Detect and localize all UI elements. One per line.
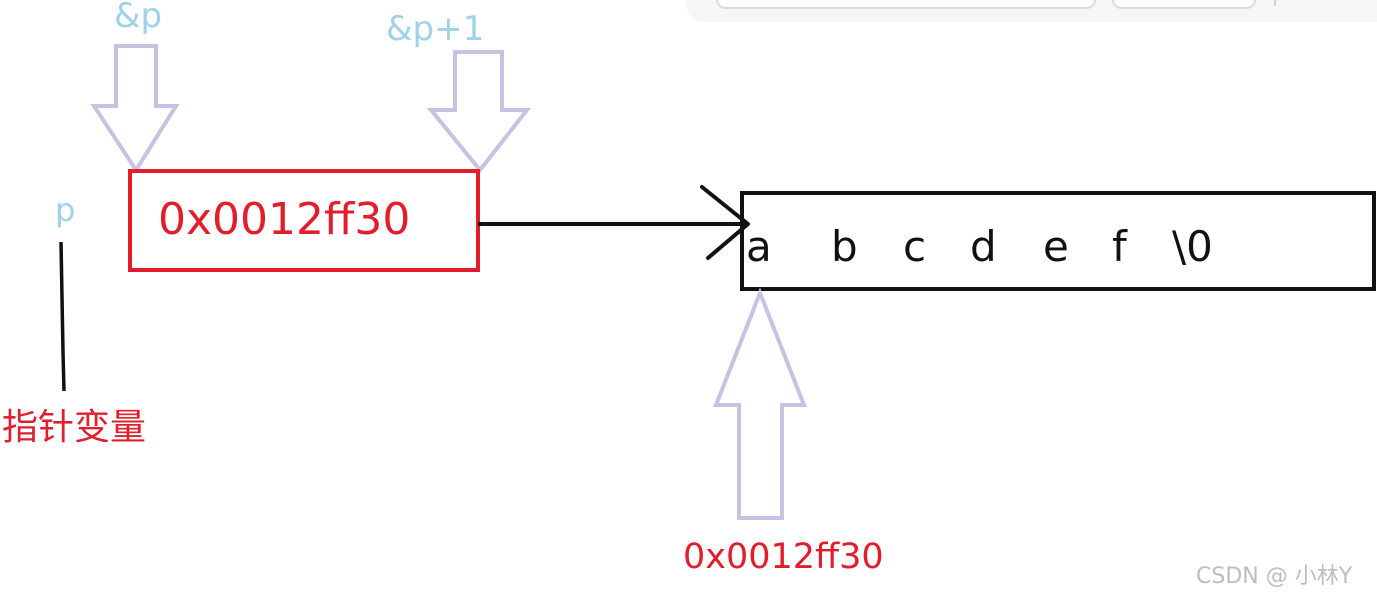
string-char: f [1112, 222, 1127, 271]
label-ref-p-plus-1: &p+1 [386, 9, 485, 49]
label-pointer-value: 0x0012ff30 [158, 194, 411, 245]
string-char: e [1043, 222, 1069, 271]
arrow-ref-p-plus-1 [426, 50, 532, 174]
string-char: a [746, 222, 772, 271]
label-string-address: 0x0012ff30 [683, 537, 884, 577]
var-connector-line-top [59, 241, 65, 353]
arrow-string-start [713, 287, 807, 520]
string-char: \0 [1172, 222, 1213, 271]
string-char: c [903, 222, 927, 271]
string-char: b [831, 222, 858, 271]
pointer-arrow-head [700, 185, 750, 260]
toolbar-divider [1274, 0, 1276, 6]
string-box [740, 191, 1376, 291]
pointer-box [128, 169, 480, 272]
var-connector-line-bottom [61, 351, 66, 392]
label-var-p: p [55, 191, 76, 229]
watermark: CSDN @ 小林Y [1196, 564, 1353, 589]
label-pointer-variable: 指针变量 [2, 407, 147, 448]
string-char: d [970, 222, 997, 271]
label-ref-p: &p [114, 0, 163, 36]
arrow-ref-p [90, 44, 180, 174]
